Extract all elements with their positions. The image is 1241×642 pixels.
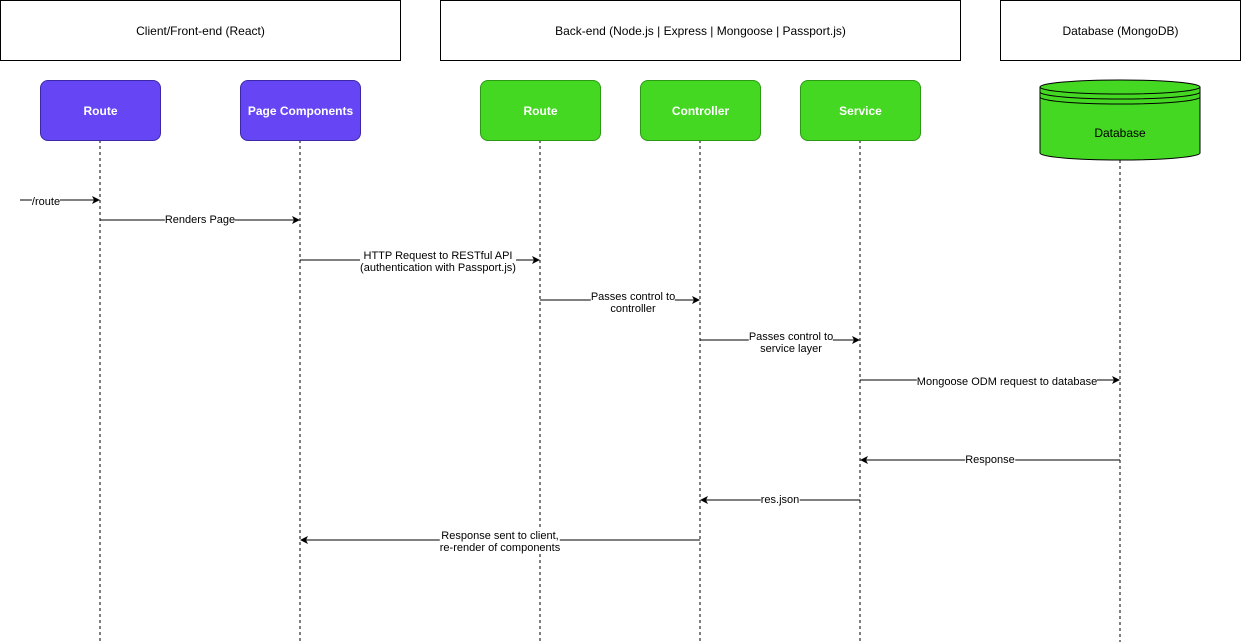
response-client-label: Response sent to client, re-render of co… <box>439 530 561 554</box>
actor-page-components-label: Page Components <box>247 103 354 118</box>
response-label: Response <box>965 454 1015 466</box>
actor-database-label: Database <box>1094 126 1146 140</box>
entry-label: /route <box>31 196 61 208</box>
renders-page-label: Renders Page <box>164 214 236 226</box>
odm-request-label: Mongoose ODM request to database <box>916 376 1098 388</box>
database-group-label: Database (MongoDB) <box>1062 23 1179 38</box>
actor-client-route: Route <box>40 80 161 141</box>
client-group-label: Client/Front-end (React) <box>136 23 265 38</box>
actor-page-components: Page Components <box>240 80 361 141</box>
actor-controller: Controller <box>640 80 761 141</box>
database-cylinder <box>1039 79 1201 161</box>
actor-backend-route-label: Route <box>523 103 558 118</box>
database-group-header: Database (MongoDB) <box>1000 0 1241 61</box>
actor-backend-route: Route <box>480 80 601 141</box>
http-request-label: HTTP Request to RESTful API (authenticat… <box>360 250 516 274</box>
to-service-label: Passes control to service layer <box>748 331 834 355</box>
backend-group-header: Back-end (Node.js | Express | Mongoose |… <box>440 0 961 61</box>
actor-service-label: Service <box>839 103 882 118</box>
to-controller-label: Passes control to controller <box>590 291 676 315</box>
res-json-label: res.json <box>760 494 800 506</box>
actor-client-route-label: Route <box>83 103 118 118</box>
actor-service: Service <box>800 80 921 141</box>
backend-group-label: Back-end (Node.js | Express | Mongoose |… <box>555 23 846 38</box>
actor-controller-label: Controller <box>671 103 730 118</box>
client-group-header: Client/Front-end (React) <box>0 0 401 61</box>
